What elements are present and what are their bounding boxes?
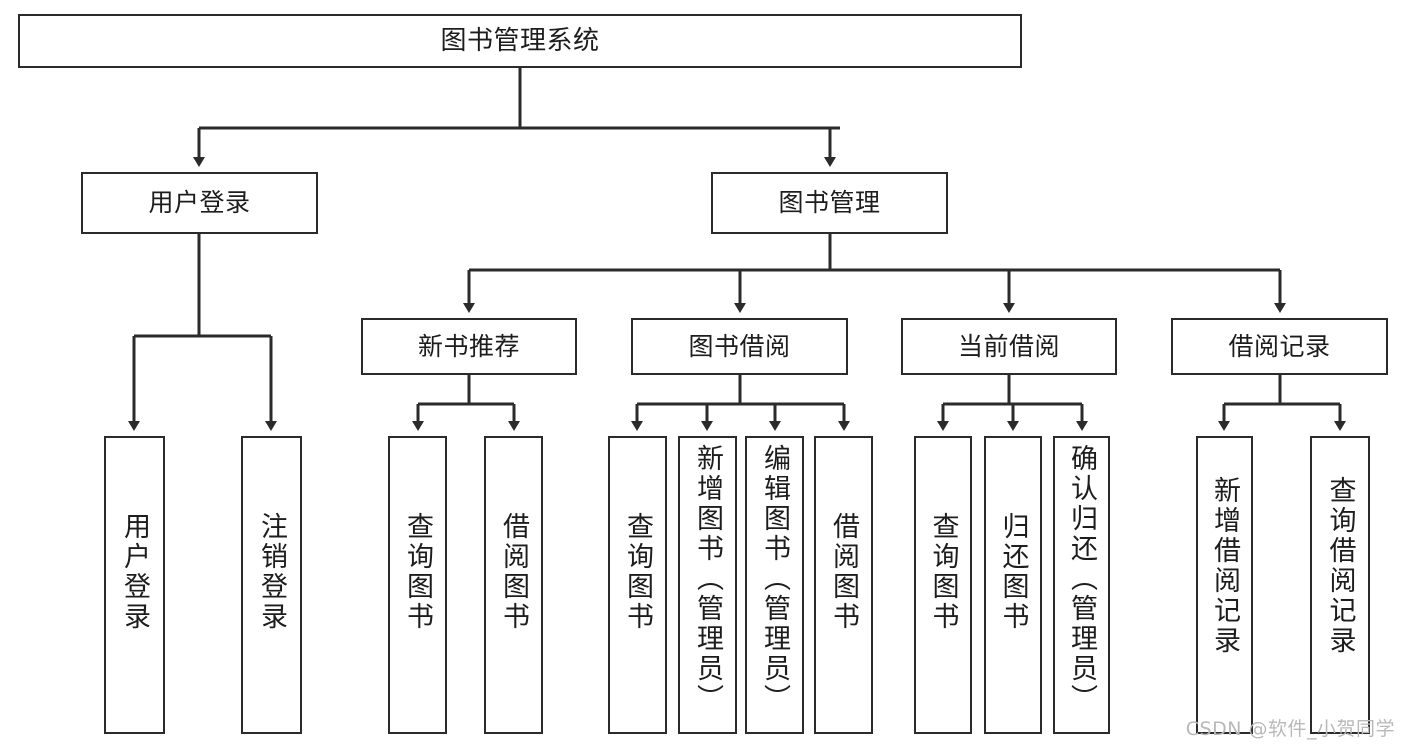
leaf-query-book-borrow[interactable]: 查询图书 — [608, 436, 667, 734]
leaf-return-book[interactable]: 归还图书 — [984, 436, 1042, 734]
node-label: 归还图书 — [997, 512, 1029, 632]
node-label: 借阅记录 — [1228, 331, 1331, 361]
node-root[interactable]: 图书管理系统 — [18, 14, 1022, 68]
node-label: 图书借阅 — [688, 331, 791, 361]
node-label: 用户登录 — [148, 188, 251, 218]
watermark: CSDN @软件_小贺同学 — [1185, 718, 1395, 740]
node-label: 图书管理 — [778, 188, 881, 218]
node-label: 查询图书 — [927, 512, 959, 632]
node-label: 新增借阅记录 — [1209, 476, 1240, 656]
node-label: 当前借阅 — [957, 331, 1060, 361]
leaf-edit-book-admin[interactable]: 编辑图书（管理员） — [745, 436, 804, 734]
leaf-add-borrow-record[interactable]: 新增借阅记录 — [1196, 436, 1253, 734]
node-label: 借阅图书 — [828, 512, 859, 632]
leaf-query-book-current[interactable]: 查询图书 — [914, 436, 972, 734]
leaf-query-book-recommend[interactable]: 查询图书 — [388, 436, 447, 734]
leaf-borrow-book-recommend[interactable]: 借阅图书 — [484, 436, 543, 734]
leaf-user-login[interactable]: 用户登录 — [104, 436, 165, 734]
node-label: 注销登录 — [256, 512, 287, 632]
leaf-confirm-return-admin[interactable]: 确认归还（管理员） — [1053, 436, 1110, 734]
node-label: 查询图书 — [622, 512, 653, 632]
node-borrow-record[interactable]: 借阅记录 — [1171, 318, 1388, 375]
node-current-borrow[interactable]: 当前借阅 — [901, 318, 1117, 375]
node-label: 查询借阅记录 — [1324, 476, 1356, 656]
node-label: 编辑图书（管理员） — [759, 444, 790, 714]
node-label: 查询图书 — [402, 512, 433, 632]
node-label: 新书推荐 — [417, 331, 520, 361]
node-label: 新增图书（管理员） — [692, 444, 723, 714]
leaf-query-borrow-record[interactable]: 查询借阅记录 — [1310, 436, 1370, 734]
node-book-borrow[interactable]: 图书借阅 — [631, 318, 848, 375]
leaf-add-book-admin[interactable]: 新增图书（管理员） — [678, 436, 737, 734]
leaf-borrow-book[interactable]: 借阅图书 — [814, 436, 873, 734]
leaf-logout[interactable]: 注销登录 — [241, 436, 302, 734]
node-user-login[interactable]: 用户登录 — [81, 172, 318, 234]
node-book-management[interactable]: 图书管理 — [711, 172, 948, 234]
node-label: 用户登录 — [119, 512, 150, 632]
node-label: 图书管理系统 — [440, 25, 600, 56]
node-label: 确认归还（管理员） — [1066, 444, 1097, 714]
node-label: 借阅图书 — [498, 512, 529, 632]
node-new-book-recommend[interactable]: 新书推荐 — [361, 318, 577, 375]
